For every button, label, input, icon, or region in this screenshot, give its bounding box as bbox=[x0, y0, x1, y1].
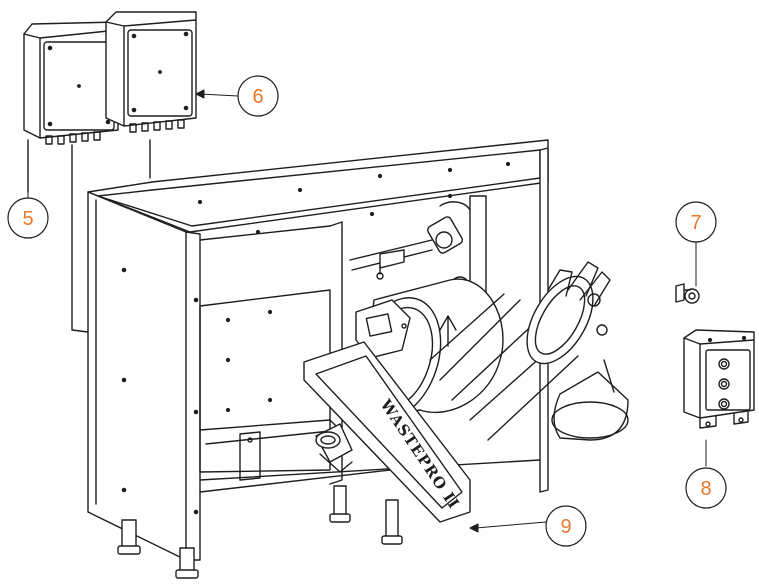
part-7-fitting bbox=[675, 283, 700, 304]
control-box-5 bbox=[23, 21, 119, 145]
waste-cylinder-unit: WASTEPRO II bbox=[303, 261, 629, 523]
callout-7-label: 7 bbox=[690, 212, 701, 234]
callout-7: 7 bbox=[675, 201, 717, 243]
cable-lines bbox=[27, 139, 151, 333]
adjustable-feet bbox=[117, 485, 403, 579]
callout-8-label: 8 bbox=[700, 478, 711, 500]
control-box-6 bbox=[105, 11, 197, 133]
callout-9: 9 bbox=[545, 505, 587, 547]
callout-8: 8 bbox=[685, 467, 727, 509]
callout-6-label: 6 bbox=[252, 86, 263, 108]
callout-9-label: 9 bbox=[560, 516, 571, 538]
callout-5: 5 bbox=[7, 197, 49, 239]
callout-leaders bbox=[27, 89, 707, 533]
callout-6: 6 bbox=[237, 75, 279, 117]
part-8-button-panel bbox=[683, 329, 755, 429]
callout-5-label: 5 bbox=[22, 208, 33, 230]
